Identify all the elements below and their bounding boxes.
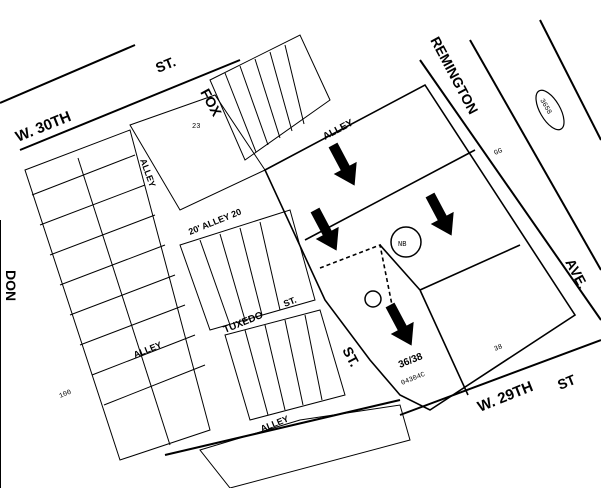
arrow-icon	[328, 142, 357, 186]
street-label-st-top: ST.	[153, 53, 178, 75]
parcel-label-36-38: 36/38	[397, 351, 425, 371]
street-label-tuxedo-st: ST.	[282, 295, 298, 309]
lot-block-left	[24, 129, 211, 461]
street-label-ave: AVE.	[562, 256, 591, 291]
street-label-st-mid: ST.	[339, 344, 363, 369]
lot-strip-top	[209, 34, 331, 161]
street-lines	[0, 19, 601, 488]
street-label-fox: FOX	[197, 86, 225, 120]
alley-label-20ft: 20' ALLEY 20	[187, 207, 243, 237]
parcel-label-gg: GG	[493, 147, 504, 158]
arrow-icon	[310, 207, 339, 251]
circle-label-nb: NB	[398, 241, 406, 249]
arrow-markers	[310, 142, 454, 346]
street-label-st-bottom: ST	[555, 371, 578, 393]
lot-block-middle	[129, 94, 411, 488]
parcel-label-38: 38	[493, 343, 504, 354]
map-ref-number: 3658	[537, 98, 552, 117]
arrow-icon	[385, 302, 414, 346]
arrow-icon	[425, 192, 454, 236]
circle-marker-38	[364, 290, 382, 308]
circle-marker-nb	[390, 226, 422, 258]
street-label-don: DON	[3, 270, 19, 301]
alley-label-top: ALLEY	[321, 117, 355, 142]
parcel-label-code: 04304C	[400, 371, 426, 388]
parcel-label-100: 100	[58, 389, 73, 401]
parcel-block-large	[263, 83, 577, 411]
map-ref-oval	[535, 89, 565, 131]
parcel-label-23: 23	[192, 123, 200, 131]
